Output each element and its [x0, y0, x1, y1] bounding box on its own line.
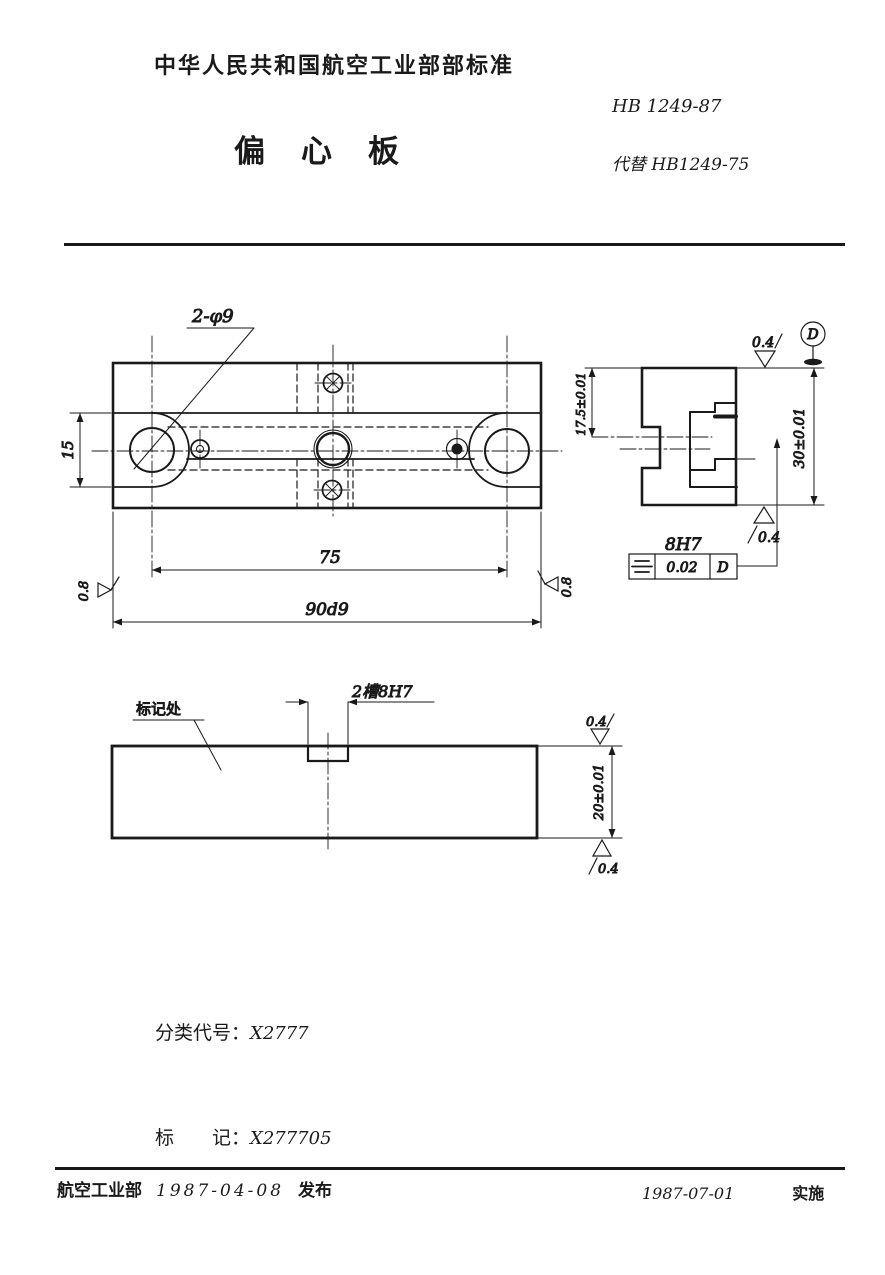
finish-value-bottom: 0.4	[758, 530, 780, 546]
dimension-arrow	[76, 478, 84, 487]
left-boss-arc	[151, 412, 190, 488]
supersedes-note: 代替 HB1249-75	[612, 155, 750, 175]
slot-position-dim: 17.5±0.01	[574, 372, 588, 436]
plate-front-outline	[110, 744, 539, 840]
dimension-arrow	[113, 618, 122, 626]
finish-mark-icon	[97, 581, 113, 599]
section-outline	[640, 366, 738, 507]
finish-value-left: 0.8	[77, 581, 92, 602]
mark-code-value: X277705	[250, 1128, 332, 1149]
holes-callout-label: 2-φ9	[191, 306, 234, 327]
implementation-date: 1987-07-01	[642, 1184, 735, 1203]
width-dim: 30±0.01	[792, 408, 808, 469]
finish-mark-icon	[543, 575, 559, 593]
dimension-arrow	[588, 368, 596, 377]
dimension-arrow	[810, 368, 818, 377]
dimension-arrow	[76, 413, 84, 422]
mark-code-line: 标 记：X277705	[155, 1121, 332, 1156]
slot-profile	[689, 402, 756, 488]
finish-mark-icon	[591, 838, 613, 857]
length-dim: 90d9	[305, 600, 349, 620]
finish-mark-tail	[588, 857, 598, 875]
dimension-arrow	[299, 698, 308, 706]
symmetry-symbol-icon	[631, 560, 653, 573]
dimension-arrow	[348, 698, 357, 706]
screw-slot-line	[325, 483, 339, 497]
datum-label: D	[806, 327, 818, 343]
datum-base-icon	[804, 358, 822, 366]
side-view: 17.5±0.01 D 30±0.01 0.4 0.4 8H7	[574, 321, 826, 580]
dimension-arrow	[152, 566, 161, 574]
dimension-arrow	[608, 746, 616, 755]
dimension-arrow	[498, 566, 507, 574]
footer-rule	[55, 1167, 845, 1170]
header-rule	[64, 243, 845, 246]
slot-callout-label: 2槽8H7	[351, 682, 413, 701]
centerlines	[91, 335, 563, 579]
boss-width-dim: 15	[59, 440, 77, 459]
dimension-arrow	[810, 496, 818, 505]
slot-size-label: 8H7	[665, 535, 702, 555]
thickness-dim: 20±0.01	[592, 764, 607, 821]
finish-value-top: 0.4	[586, 715, 607, 730]
dimension-arrow	[608, 829, 616, 838]
class-code-line: 分类代号：X2777	[155, 1016, 332, 1051]
dimension-arrow	[532, 618, 541, 626]
finish-mark-tail	[606, 713, 615, 728]
right-boss-arc	[468, 412, 507, 488]
finish-mark-icon	[589, 728, 611, 746]
finish-mark-tail	[774, 333, 783, 349]
finish-mark-tail	[747, 525, 758, 544]
mark-note-label: 标记处	[136, 701, 181, 718]
standard-body-line: 中华人民共和国航空工业部部标准	[154, 53, 515, 78]
page-title: 偏心板	[234, 134, 435, 169]
fcf-datum: D	[716, 560, 728, 576]
issuer: 航空工业部	[57, 1181, 142, 1200]
plate-outline	[111, 361, 543, 510]
class-code-label: 分类代号：	[155, 1023, 251, 1044]
finish-mark-tail	[537, 570, 546, 585]
callout-leader	[133, 327, 255, 470]
mark-code-label: 标 记：	[155, 1128, 251, 1149]
front-view: 2槽8H7 标记处 20±0.01 0.4 0.4	[110, 682, 623, 878]
issue-label: 发布	[298, 1181, 333, 1200]
dimension-arrow	[588, 428, 596, 437]
finish-mark-icon	[752, 505, 776, 524]
classification-notes: 分类代号：X2777 标 记：X277705	[155, 946, 332, 1226]
finish-value-right: 0.8	[560, 577, 575, 598]
issue-date: 1987-04-08	[156, 1181, 285, 1201]
fcf-tolerance: 0.02	[666, 560, 697, 576]
standard-number: HB 1249-87	[612, 96, 722, 117]
class-code-value: X2777	[250, 1023, 309, 1044]
finish-mark-tail	[110, 576, 120, 591]
hole-span-dim: 75	[319, 548, 341, 568]
footer-implementation: 1987-07-01 实施	[642, 1180, 824, 1204]
plan-view: 2-φ9 15 75 90d9 0.8	[59, 306, 576, 629]
callout-leader	[193, 719, 222, 771]
hidden-lines	[167, 362, 489, 509]
leader-arrow	[773, 438, 781, 448]
finish-value-top: 0.4	[752, 335, 774, 351]
finish-mark-icon	[753, 350, 777, 369]
implementation-label: 实施	[792, 1186, 825, 1203]
finish-value-bottom: 0.4	[598, 862, 619, 877]
footer-issue: 航空工业部 1987-04-08 发布	[57, 1176, 332, 1201]
